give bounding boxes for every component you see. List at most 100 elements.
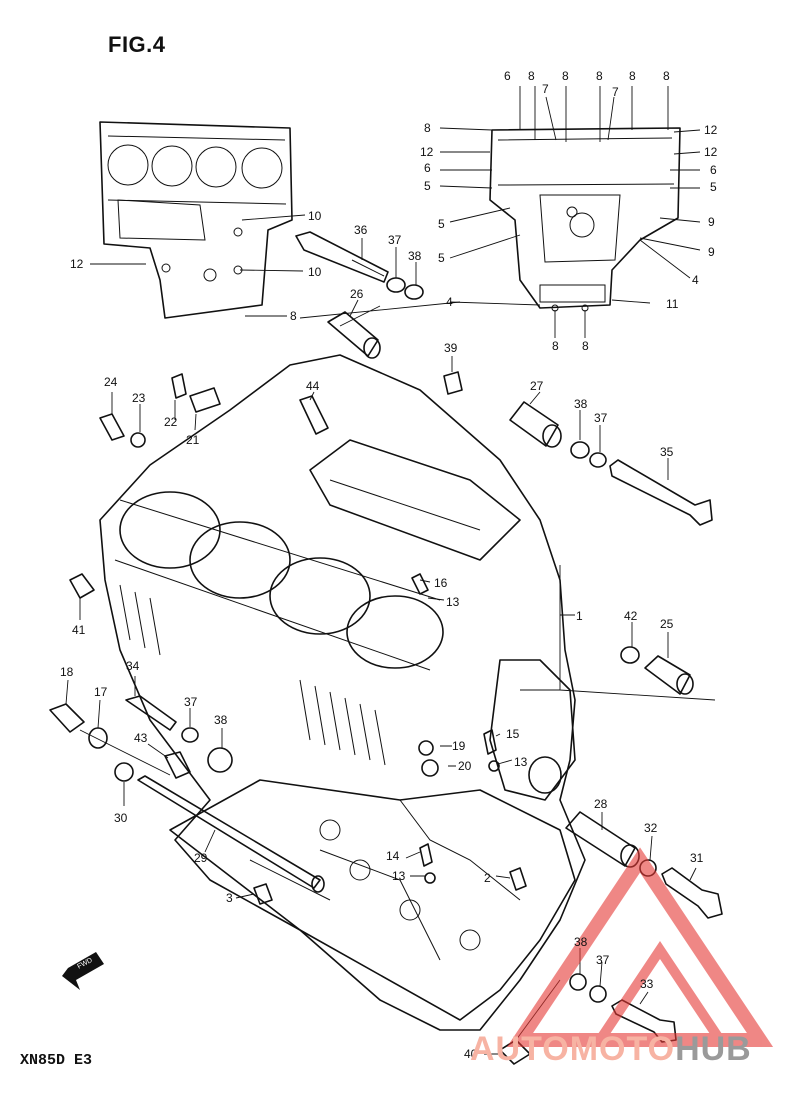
dowel-3 <box>235 883 273 905</box>
callout-5: 5 <box>438 251 445 265</box>
callout-24: 24 <box>104 375 118 389</box>
callout-16: 16 <box>434 576 448 590</box>
bolt-36-group <box>295 231 424 300</box>
callout-25: 25 <box>660 617 674 631</box>
bolt-35-group <box>570 410 713 526</box>
callout-38: 38 <box>408 249 422 263</box>
callout-26: 26 <box>350 287 364 301</box>
switch-43 <box>147 743 191 779</box>
model-code: XN85D E3 <box>20 1052 93 1069</box>
callout-17: 17 <box>94 685 108 699</box>
callout-32: 32 <box>644 821 658 835</box>
callout-10: 10 <box>308 209 322 223</box>
callout-6: 6 <box>424 161 431 175</box>
callout-10: 10 <box>308 265 322 279</box>
watermark-logo <box>506 847 774 1047</box>
callout-12: 12 <box>420 145 434 159</box>
callout-31: 31 <box>690 851 704 865</box>
callout-6: 6 <box>504 69 511 83</box>
callout-5: 5 <box>438 217 445 231</box>
inset-upper-case <box>90 121 306 319</box>
callout-22: 22 <box>164 415 178 429</box>
callout-41: 41 <box>72 623 86 637</box>
callout-35: 35 <box>660 445 674 459</box>
callout-11: 11 <box>666 297 679 311</box>
callout-8: 8 <box>424 121 431 135</box>
callout-1: 1 <box>576 609 583 623</box>
callout-38: 38 <box>574 397 588 411</box>
callout-5: 5 <box>710 180 717 194</box>
callout-8: 8 <box>528 69 535 83</box>
callout-8: 8 <box>552 339 559 353</box>
callout-9: 9 <box>708 215 715 229</box>
callout-42: 42 <box>624 609 638 623</box>
callout-44: 44 <box>306 379 320 393</box>
callout-36: 36 <box>354 223 368 237</box>
callout-7: 7 <box>542 82 549 96</box>
plug-41 <box>69 573 95 620</box>
callout-19: 19 <box>452 739 466 753</box>
callout-13: 13 <box>392 869 406 883</box>
callout-2: 2 <box>484 871 491 885</box>
collar-26 <box>327 299 381 359</box>
callout-40: 40 <box>464 1047 478 1061</box>
callout-29: 29 <box>194 851 208 865</box>
callout-labels: 1 2 3 4 4 5 5 5 5 6 6 6 7 7 8 8 8 8 8 8 … <box>60 69 718 1061</box>
callout-27: 27 <box>530 379 544 393</box>
bolt-24-group <box>99 373 221 448</box>
fittings-lower <box>405 729 527 891</box>
callout-33: 33 <box>640 977 654 991</box>
callout-37: 37 <box>594 411 608 425</box>
callout-15: 15 <box>506 727 520 741</box>
plug-18-group <box>49 679 171 806</box>
callout-8: 8 <box>596 69 603 83</box>
callout-28: 28 <box>594 797 608 811</box>
fitting-44 <box>299 391 329 435</box>
callout-21: 21 <box>186 433 200 447</box>
figure-title: FIG.4 <box>108 32 166 57</box>
callout-39: 39 <box>444 341 458 355</box>
callout-18: 18 <box>60 665 74 679</box>
nut-39 <box>443 356 463 395</box>
callout-8: 8 <box>562 69 569 83</box>
callout-34: 34 <box>126 659 140 673</box>
callout-9: 9 <box>708 245 715 259</box>
callout-13: 13 <box>446 595 460 609</box>
callout-37: 37 <box>596 953 610 967</box>
callout-30: 30 <box>114 811 128 825</box>
callout-7: 7 <box>612 85 619 99</box>
callout-8: 8 <box>290 309 297 323</box>
inset-lower-case <box>439 86 701 338</box>
callout-13: 13 <box>514 755 528 769</box>
watermark-text-a: AUTOMOTO <box>470 1030 676 1068</box>
callout-6: 6 <box>710 163 717 177</box>
bolt-34-group <box>125 676 233 773</box>
callout-43: 43 <box>134 731 148 745</box>
bolt-31-group <box>661 867 723 919</box>
collar-25 <box>620 622 694 695</box>
callout-3: 3 <box>226 891 233 905</box>
callout-12: 12 <box>704 145 718 159</box>
watermark-text: AUTOMOTOHUB <box>470 1030 752 1069</box>
fwd-arrow-icon: FWD <box>62 952 104 990</box>
fitting-16 <box>411 573 445 601</box>
callout-12: 12 <box>704 123 718 137</box>
callout-20: 20 <box>458 759 472 773</box>
callout-4: 4 <box>446 295 453 309</box>
callout-38: 38 <box>214 713 228 727</box>
callout-8: 8 <box>663 69 670 83</box>
callout-14: 14 <box>386 849 400 863</box>
crankcase-assembly <box>99 354 586 1031</box>
callout-38: 38 <box>574 935 588 949</box>
callout-37: 37 <box>388 233 402 247</box>
callout-37: 37 <box>184 695 198 709</box>
callout-8: 8 <box>582 339 589 353</box>
bolt-33-group <box>569 948 677 1043</box>
callout-23: 23 <box>132 391 146 405</box>
callout-12: 12 <box>70 257 84 271</box>
watermark-text-b: HUB <box>675 1030 752 1068</box>
callout-8: 8 <box>629 69 636 83</box>
callout-4: 4 <box>692 273 699 287</box>
